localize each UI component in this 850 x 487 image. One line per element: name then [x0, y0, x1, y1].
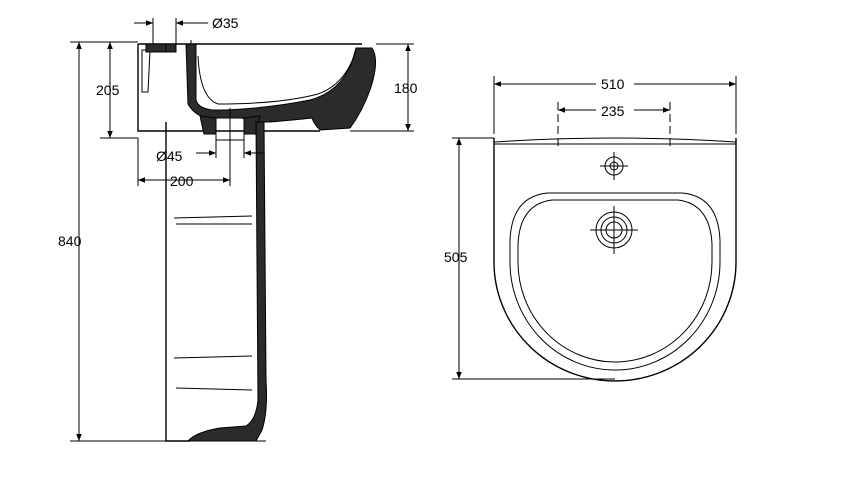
basin-outline-top — [493, 138, 737, 382]
dim-total-height: 840 — [58, 233, 82, 249]
top-view: 510 235 505 — [444, 74, 737, 382]
inner-bowl — [517, 199, 713, 363]
dim-waste-diameter: Ø35 — [212, 15, 239, 31]
side-view: Ø35 205 180 Ø45 200 840 — [58, 15, 418, 442]
tap-hole-section — [145, 43, 177, 53]
dim-projection: 505 — [444, 249, 468, 265]
dim-fixing-centres: 235 — [601, 103, 625, 119]
dim-basin-depth: 180 — [394, 80, 418, 96]
pedestal-section — [186, 121, 267, 442]
bowl-rim — [509, 192, 721, 371]
dim-tap-height: 205 — [96, 82, 120, 98]
basin-bowl-section — [185, 43, 376, 131]
dim-outlet-diameter: Ø45 — [156, 148, 183, 164]
dim-outlet-offset: 200 — [170, 173, 194, 189]
dim-width: 510 — [601, 76, 625, 92]
